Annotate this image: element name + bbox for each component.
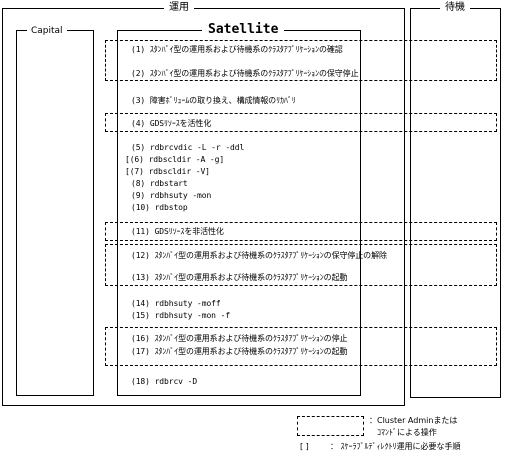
satellite-label: Satellite: [202, 22, 285, 37]
step-8: (8) rdbstart: [131, 179, 188, 188]
step-13: (13) ｽﾀﾝﾊﾞｲ型の運用系および待機系のｸﾗｽﾀｱﾌﾟﾘｹｰｼｮﾝの起動: [131, 273, 348, 282]
legend-dashed-sample: [297, 416, 364, 436]
active-node-label: 運用: [164, 2, 194, 14]
capital-label: Capital: [27, 25, 67, 37]
cluster-op-box-16-17: [105, 327, 497, 366]
step-16: (16) ｽﾀﾝﾊﾞｲ型の運用系および待機系のｸﾗｽﾀｱﾌﾟﾘｹｰｼｮﾝの停止: [131, 334, 348, 343]
step-5: (5) rdbrcvdic -L -r -ddl: [131, 143, 245, 152]
step-4: (4) GDSﾘｿｰｽを活性化: [131, 119, 212, 128]
step-18: (18) rdbrcv -D: [131, 377, 198, 386]
standby-node-label: 待機: [440, 2, 470, 14]
legend-dashed-text-1: ：Cluster Adminまたは: [369, 416, 458, 425]
step-1: (1) ｽﾀﾝﾊﾞｲ型の運用系および待機系のｸﾗｽﾀｱﾌﾟﾘｹｰｼｮﾝの確認: [131, 45, 343, 54]
step-6: [(6) rdbscldir -A -g]: [125, 155, 225, 164]
cluster-op-box-12-13: [105, 244, 497, 286]
active-node-group: [2, 8, 405, 406]
cluster-op-box-4: [105, 113, 497, 132]
step-10: (10) rdbstop: [131, 203, 188, 212]
step-14: (14) rdbhsuty -moff: [131, 299, 221, 308]
step-9: (9) rdbhsuty -mon: [131, 191, 212, 200]
capital-box: [16, 30, 94, 396]
step-17: (17) ｽﾀﾝﾊﾞｲ型の運用系および待機系のｸﾗｽﾀｱﾌﾟﾘｹｰｼｮﾝの起動: [131, 347, 348, 356]
step-12: (12) ｽﾀﾝﾊﾞｲ型の運用系および待機系のｸﾗｽﾀｱﾌﾟﾘｹｰｼｮﾝの保守停…: [131, 251, 387, 260]
legend-bracket-text: ： ｽｹｰﾗﾌﾞﾙﾃﾞｨﾚｸﾄﾘ運用に必要な手順: [330, 442, 461, 451]
step-3: (3) 障害ﾎﾞﾘｭｰﾑの取り換え、構成情報のﾘｶﾊﾞﾘ: [131, 96, 296, 105]
step-11: (11) GDSﾘｿｰｽを非活性化: [131, 227, 224, 236]
step-7: [(7) rdbscldir -V]: [125, 167, 210, 176]
step-15: (15) rdbhsuty -mon -f: [131, 311, 231, 320]
cluster-op-box-11: [105, 222, 497, 241]
step-2: (2) ｽﾀﾝﾊﾞｲ型の運用系および待機系のｸﾗｽﾀｱﾌﾟﾘｹｰｼｮﾝの保守停止: [131, 69, 359, 78]
legend-bracket-symbol: [ ]: [300, 442, 309, 451]
legend-dashed-text-2: ｺﾏﾝﾄﾞによる操作: [377, 428, 437, 437]
cluster-op-box-1-2: [105, 40, 497, 81]
